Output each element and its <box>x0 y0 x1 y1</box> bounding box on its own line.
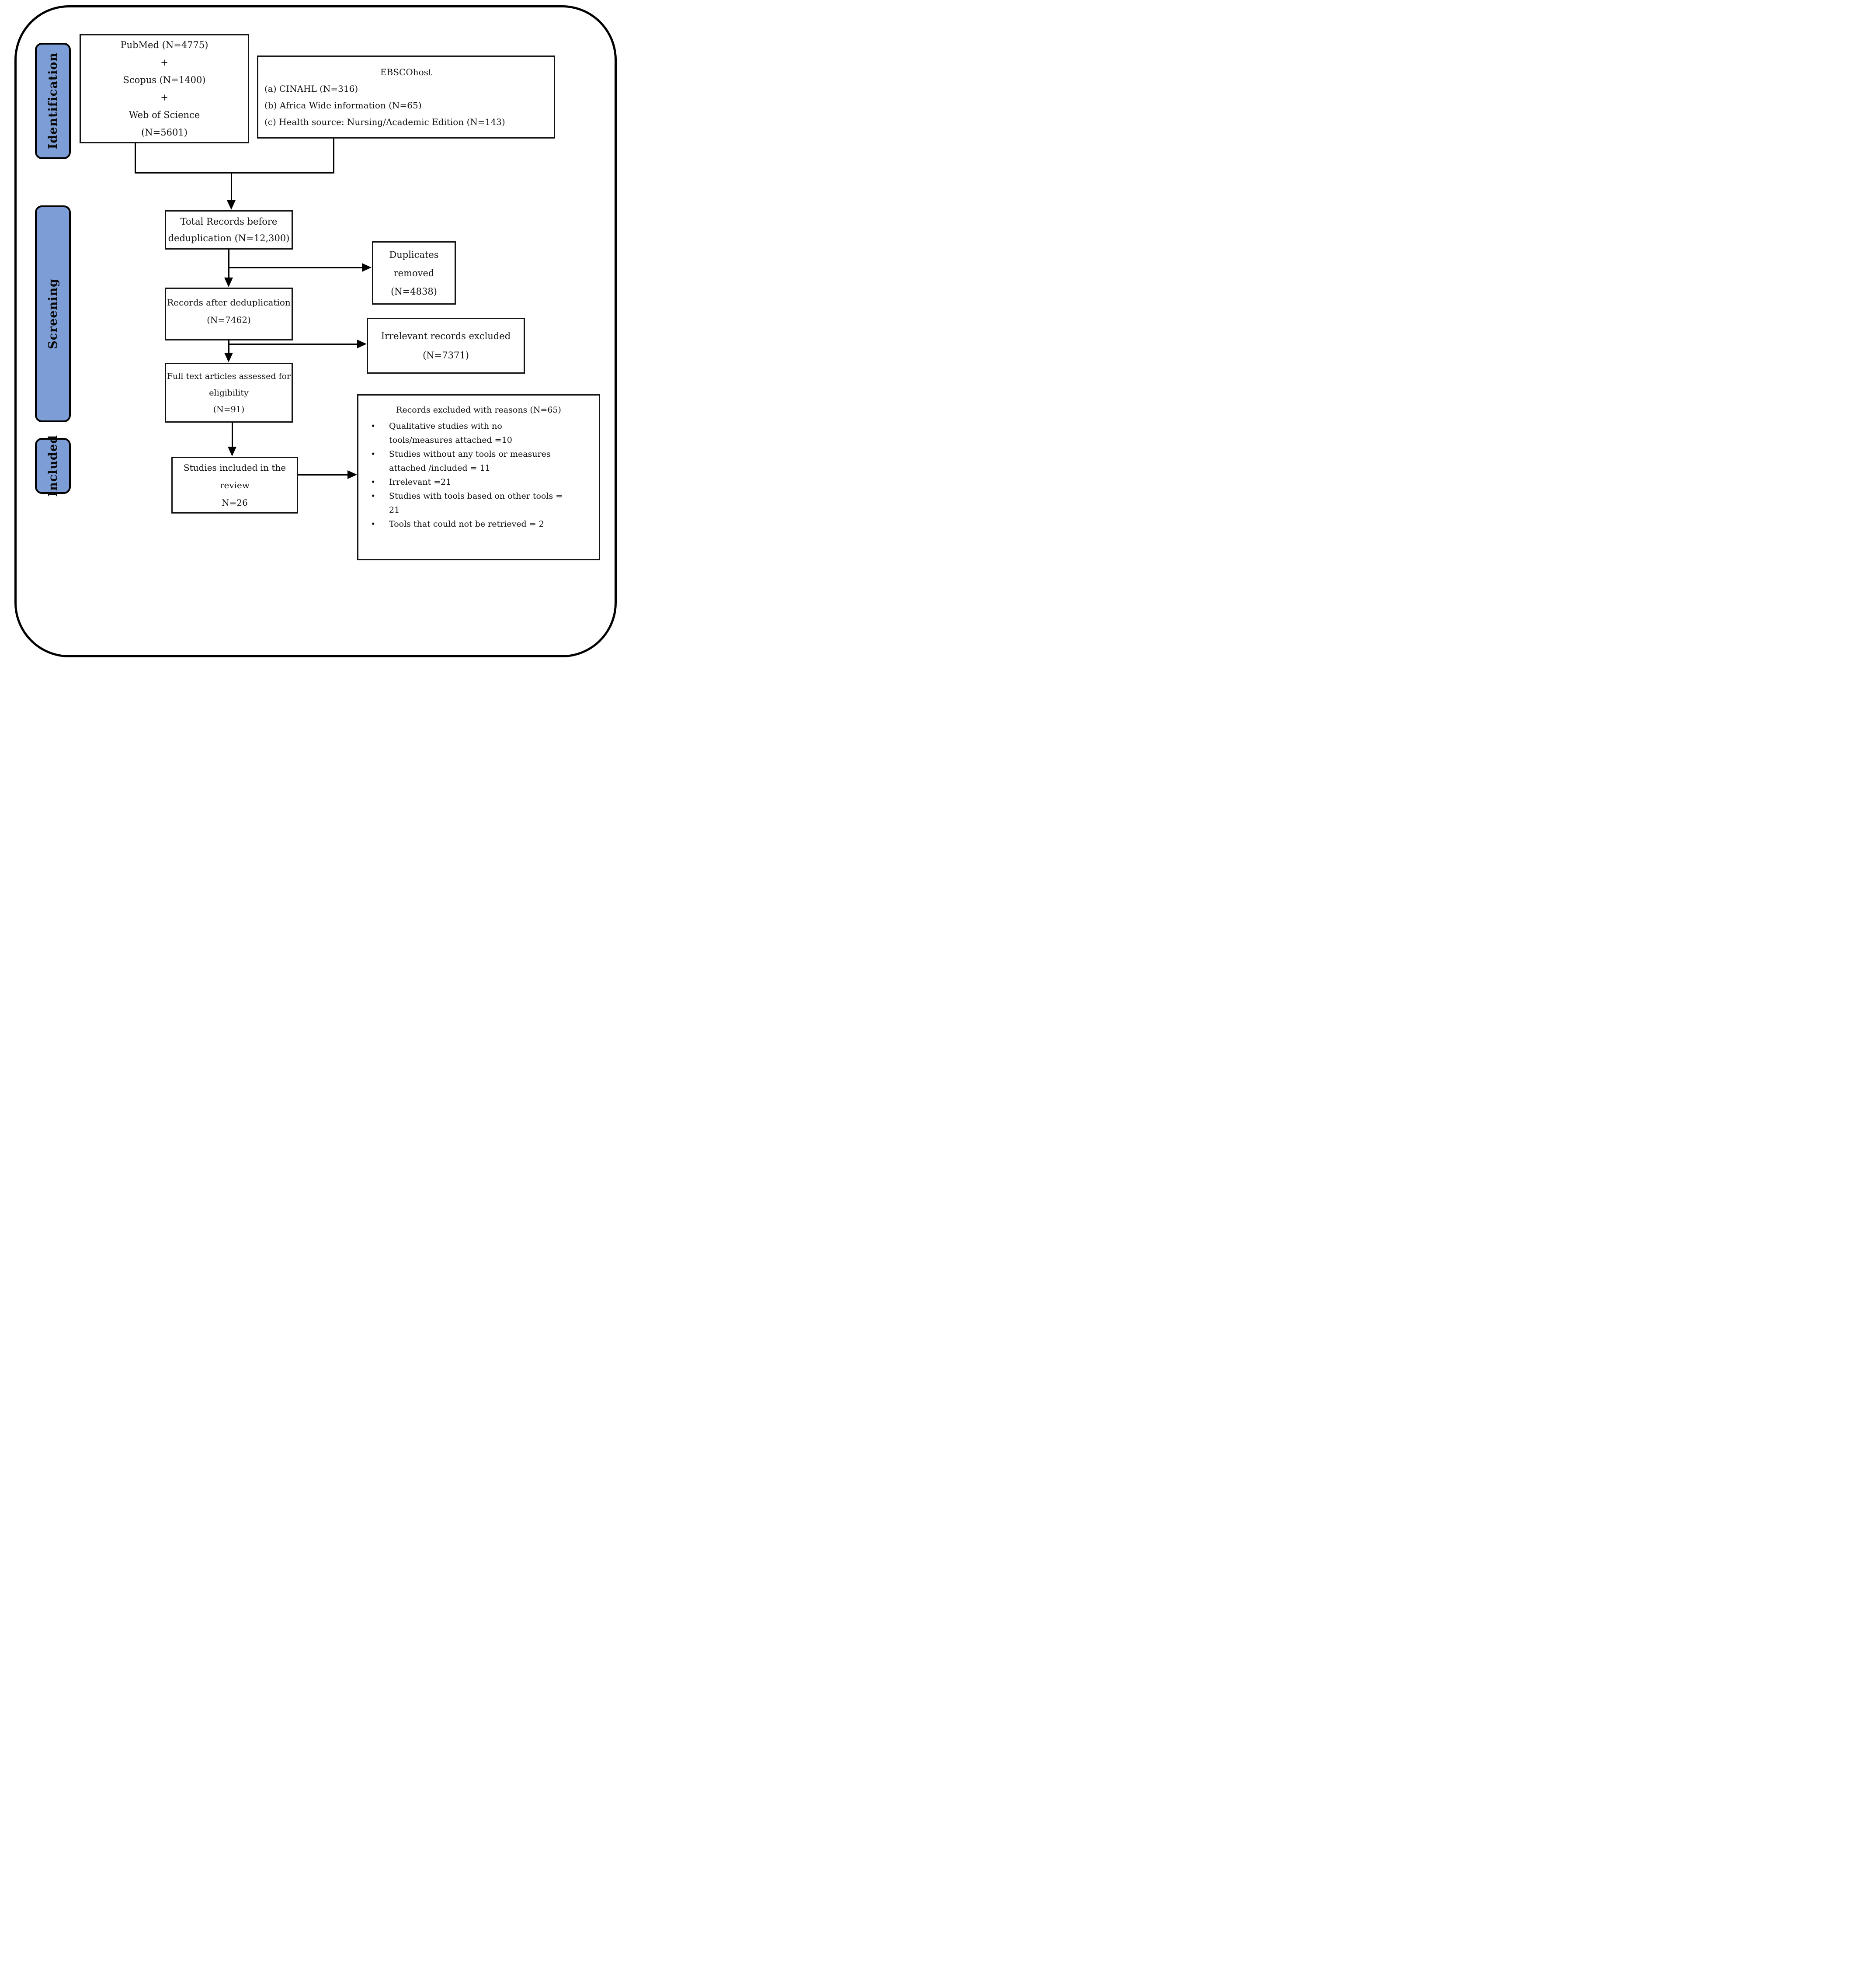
ebscohost-title: EBSCOhost <box>380 67 432 77</box>
stage-label-included: Included <box>46 435 60 497</box>
duplicates-line: (N=4838) <box>391 286 437 297</box>
excluded-reason-item: Irrelevant =21 <box>358 475 599 489</box>
stage-label-screening: Screening <box>46 278 60 349</box>
duplicates-line: Duplicates <box>389 249 439 260</box>
arrowhead-into-excluded-reasons <box>347 470 357 479</box>
excluded-reason-item: Studies without any tools or measures at… <box>358 447 599 475</box>
arrowhead-into-after-dedup <box>224 278 233 287</box>
stage-label-identification: Identification <box>46 52 60 149</box>
irrelevant-line: (N=7371) <box>423 350 469 361</box>
prisma-flow-diagram: Identification Screening Included PubMed… <box>0 0 625 662</box>
stage-tab-screening: Screening <box>35 205 71 422</box>
excluded-reasons-list: Qualitative studies with no tools/measur… <box>358 419 599 531</box>
box-total-records-before-dedup: Total Records before deduplication (N=12… <box>165 210 293 250</box>
box-records-after-dedup: Records after deduplication (N=7462) <box>165 288 293 340</box>
connector-afterdedup-to-fulltext <box>228 340 229 353</box>
databases-line: Web of Science <box>129 110 200 120</box>
connector-branch-duplicates <box>229 267 362 268</box>
stage-tab-included: Included <box>35 435 71 497</box>
ebscohost-item: (a) CINAHL (N=316) <box>264 83 358 94</box>
studies-included-line: N=26 <box>222 497 248 508</box>
databases-line: + <box>160 57 168 68</box>
excluded-reason-item: Qualitative studies with no tools/measur… <box>358 419 599 447</box>
excluded-reasons-title: Records excluded with reasons (N=65) <box>396 405 561 415</box>
stage-tab-identification: Identification <box>35 43 71 159</box>
arrowhead-into-duplicates <box>362 263 372 272</box>
irrelevant-line: Irrelevant records excluded <box>381 331 511 341</box>
full-text-line: eligibility <box>209 388 249 398</box>
box-full-text-assessed: Full text articles assessed for eligibil… <box>165 363 293 423</box>
connector-branch-irrelevant <box>229 344 357 345</box>
databases-line: Scopus (N=1400) <box>123 75 206 85</box>
databases-line: + <box>160 92 168 103</box>
box-studies-included: Studies included in the review N=26 <box>171 457 298 514</box>
ebscohost-item: (c) Health source: Nursing/Academic Edit… <box>264 117 505 127</box>
studies-included-line: Studies included in the <box>183 462 286 473</box>
after-dedup-line: (N=7462) <box>207 314 251 325</box>
full-text-line: (N=91) <box>213 404 245 414</box>
arrowhead-into-full-text <box>224 353 233 362</box>
arrowhead-into-total-records <box>227 200 236 210</box>
connector-databases-down <box>135 143 136 172</box>
arrowhead-into-irrelevant <box>357 340 367 348</box>
arrowhead-into-studies-included <box>228 447 236 456</box>
databases-line: PubMed (N=4775) <box>120 40 208 50</box>
excluded-reason-item: Tools that could not be retrieved = 2 <box>358 517 599 531</box>
studies-included-line: review <box>219 480 250 490</box>
connector-ebscohost-down <box>333 139 334 172</box>
excluded-reason-item: Studies with tools based on other tools … <box>358 489 599 517</box>
connector-fulltext-to-studies <box>232 423 233 447</box>
databases-line: (N=5601) <box>141 127 188 138</box>
box-ebscohost-sources: EBSCOhost (a) CINAHL (N=316) (b) Africa … <box>257 56 555 139</box>
box-duplicates-removed: Duplicates removed (N=4838) <box>372 241 456 305</box>
connector-studies-to-excluded <box>298 474 347 476</box>
box-irrelevant-records-excluded: Irrelevant records excluded (N=7371) <box>367 318 525 374</box>
duplicates-line: removed <box>393 267 434 278</box>
ebscohost-item: (b) Africa Wide information (N=65) <box>264 100 422 111</box>
box-databases-sources: PubMed (N=4775) + Scopus (N=1400) + Web … <box>80 34 249 143</box>
box-records-excluded-reasons: Records excluded with reasons (N=65) Qua… <box>357 394 600 560</box>
full-text-line: Full text articles assessed for <box>167 371 291 381</box>
total-records-line: Total Records before <box>180 216 278 227</box>
after-dedup-line: Records after deduplication <box>167 297 291 308</box>
connector-join-to-total <box>231 172 232 200</box>
connector-total-to-afterdedup <box>228 250 229 278</box>
connector-sources-join <box>135 172 334 174</box>
total-records-line: deduplication (N=12,300) <box>168 233 290 243</box>
